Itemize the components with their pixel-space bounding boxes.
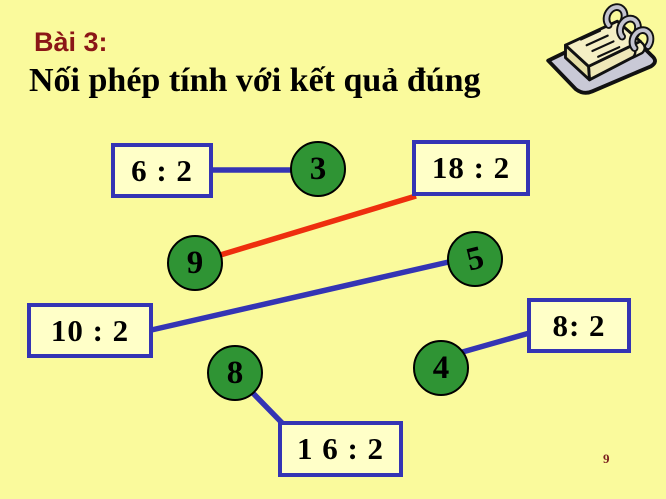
answer-circle-9-label: 9 xyxy=(186,244,204,281)
answer-circle-4[interactable]: 4 xyxy=(413,340,469,396)
expression-box-6-2[interactable]: 6 : 2 xyxy=(111,143,213,198)
answer-circle-8-label: 8 xyxy=(226,354,244,391)
expression-box-10-2[interactable]: 10 : 2 xyxy=(27,303,153,358)
connector-line-10-2-to-5 xyxy=(146,258,454,334)
slide-title: Bài 3: xyxy=(34,27,108,57)
answer-circle-3[interactable]: 3 xyxy=(290,141,346,197)
expression-box-8-2[interactable]: 8: 2 xyxy=(527,298,631,353)
slide-subtitle: Nối phép tính với kết quả đúng xyxy=(29,62,481,99)
answer-circle-4-label: 4 xyxy=(432,349,450,386)
connector-line-8-2-to-4 xyxy=(458,329,534,356)
answer-circle-8[interactable]: 8 xyxy=(207,345,263,401)
answer-circle-3-label: 3 xyxy=(309,150,327,187)
answer-circle-9[interactable]: 9 xyxy=(167,235,223,291)
answer-circle-5[interactable]: 5 xyxy=(447,231,503,287)
connector-line-18-2-to-9 xyxy=(216,193,417,259)
spiral-notebook-icon xyxy=(546,3,657,95)
page-number: 9 xyxy=(603,451,610,466)
expression-box-16-2[interactable]: 1 6 : 2 xyxy=(278,421,403,477)
answer-circle-5-label: 5 xyxy=(462,239,488,278)
expression-box-18-2[interactable]: 18 : 2 xyxy=(412,140,530,196)
